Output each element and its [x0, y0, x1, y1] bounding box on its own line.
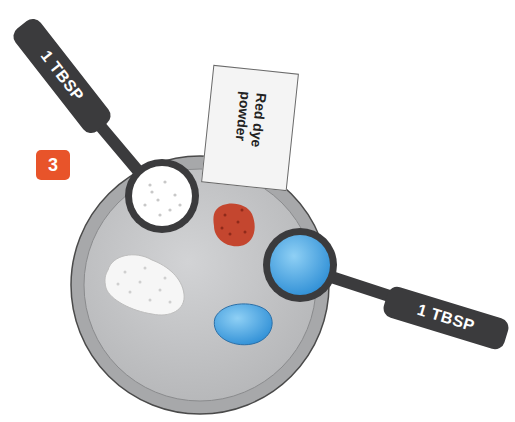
- spoon-salt: [132, 166, 192, 226]
- step-badge: 3: [36, 150, 70, 180]
- dye-packet: Red dye powder: [201, 65, 299, 191]
- spoon-bowl: [125, 159, 199, 233]
- measure-label: 1 TBSP: [37, 47, 88, 105]
- callout-number: 3: [48, 155, 58, 176]
- salt-pile: [105, 255, 184, 315]
- bowl-rim: [71, 156, 329, 414]
- red-powder: [213, 204, 254, 247]
- spoon-salt-texture: [143, 180, 181, 216]
- spoon-handle: 1 TBSP: [381, 284, 511, 351]
- water-puddle: [214, 304, 272, 345]
- red-powder-texture: [221, 209, 247, 236]
- packet-label: Red dye powder: [230, 91, 270, 166]
- spoon-bowl: [263, 228, 337, 302]
- salt-texture: [117, 267, 172, 304]
- measure-label: 1 TBSP: [415, 301, 477, 335]
- spoon-handle: 1 TBSP: [9, 15, 114, 137]
- spoon-water: [270, 235, 330, 295]
